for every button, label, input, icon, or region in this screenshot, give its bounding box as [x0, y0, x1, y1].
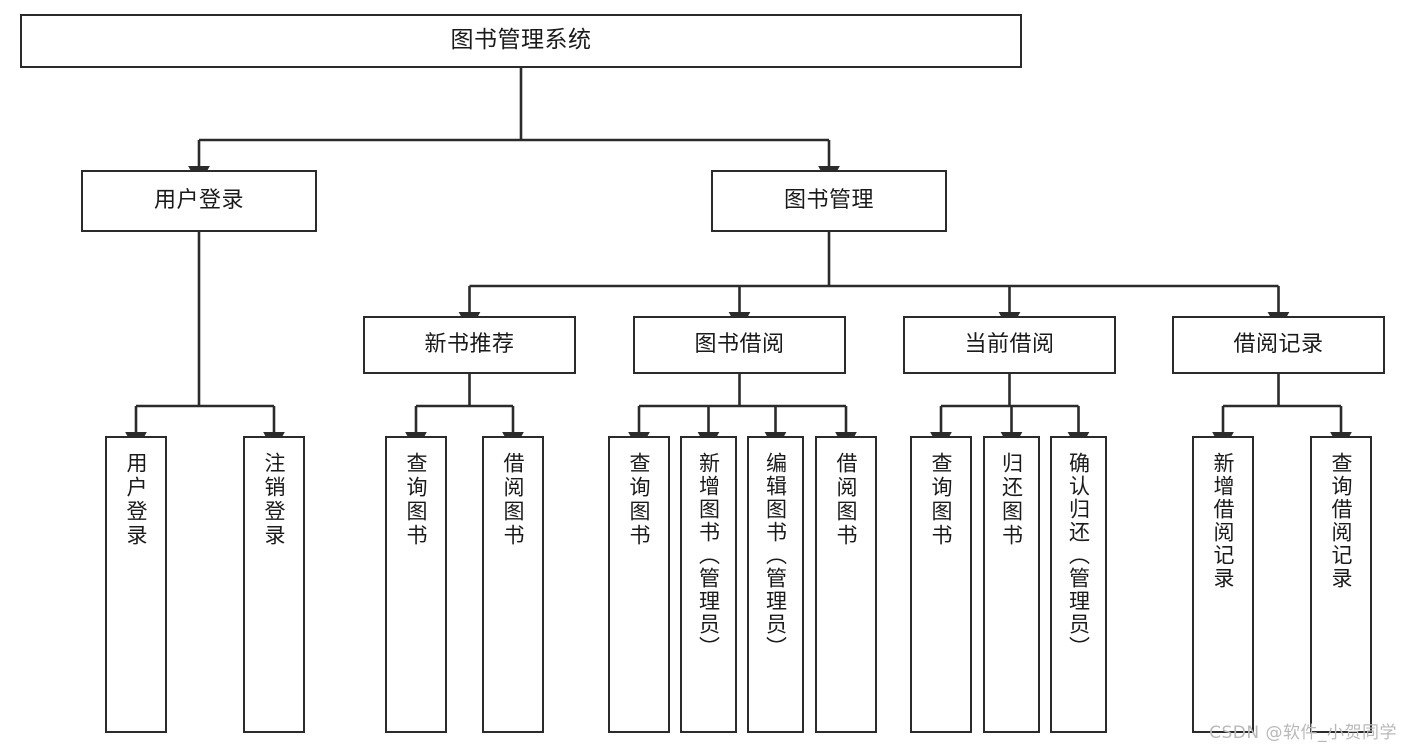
node-label: 借阅记录: [1233, 332, 1324, 358]
node-l10[interactable]: 归还图书: [983, 436, 1040, 733]
node-l11[interactable]: 确认归还（管理员）: [1050, 436, 1107, 733]
node-label: 查询图书: [627, 452, 652, 548]
node-l12[interactable]: 新增借阅记录: [1192, 436, 1254, 733]
node-label: 查询借阅记录: [1329, 452, 1354, 590]
node-label: 编辑图书（管理员）: [763, 452, 788, 659]
node-l4[interactable]: 借阅图书: [482, 436, 544, 733]
node-n2[interactable]: 图书管理: [711, 170, 947, 232]
node-label: 当前借阅: [964, 332, 1055, 358]
node-label: 借阅图书: [834, 452, 859, 548]
node-label: 图书管理: [783, 188, 874, 214]
edges: [125, 68, 1352, 452]
node-label: 新增图书（管理员）: [696, 452, 721, 659]
node-label: 查询图书: [929, 452, 954, 548]
node-n1[interactable]: 用户登录: [81, 170, 317, 232]
node-l9[interactable]: 查询图书: [910, 436, 972, 733]
node-l13[interactable]: 查询借阅记录: [1310, 436, 1372, 733]
node-label: 用户登录: [124, 452, 149, 548]
node-n5[interactable]: 当前借阅: [903, 316, 1116, 374]
node-n6[interactable]: 借阅记录: [1172, 316, 1385, 374]
node-label: 归还图书: [999, 452, 1024, 548]
node-label: 确认归还（管理员）: [1066, 452, 1091, 659]
node-l3[interactable]: 查询图书: [385, 436, 447, 733]
node-l1[interactable]: 用户登录: [105, 436, 167, 733]
node-label: 图书管理系统: [450, 27, 592, 54]
node-l2[interactable]: 注销登录: [243, 436, 305, 733]
node-label: 查询图书: [404, 452, 429, 548]
node-n4[interactable]: 图书借阅: [633, 316, 846, 374]
node-l6[interactable]: 新增图书（管理员）: [680, 436, 737, 733]
node-l5[interactable]: 查询图书: [608, 436, 670, 733]
node-label: 用户登录: [153, 188, 244, 214]
node-l8[interactable]: 借阅图书: [815, 436, 877, 733]
node-label: 注销登录: [262, 452, 287, 548]
node-l7[interactable]: 编辑图书（管理员）: [747, 436, 804, 733]
root-node[interactable]: 图书管理系统: [20, 14, 1022, 68]
node-label: 新增借阅记录: [1211, 452, 1236, 590]
node-label: 新书推荐: [424, 332, 515, 358]
node-label: 借阅图书: [501, 452, 526, 548]
node-n3[interactable]: 新书推荐: [363, 316, 576, 374]
node-label: 图书借阅: [694, 332, 785, 358]
watermark: CSDN @软件_小贺同学: [1209, 723, 1397, 743]
